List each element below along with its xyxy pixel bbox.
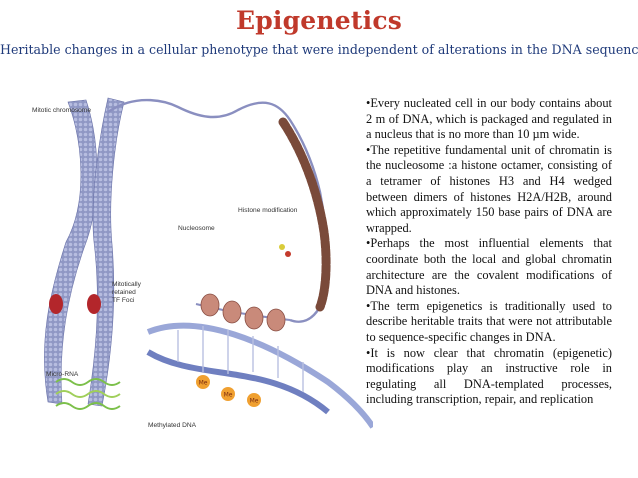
condensed-chromatin [278,117,331,312]
label-methylated-dna: Methylated DNA [148,422,197,429]
bullet-3: •Perhaps the most influential elements t… [366,236,612,298]
label-mitotically: Mitotically [112,281,142,288]
slide-subtitle: Heritable changes in a cellular phenotyp… [0,42,638,57]
label-retained: retained [112,289,136,296]
methyl-tags: Me Me Me [196,375,261,407]
bullet-4: •The term epigenetics is traditionally u… [366,298,612,344]
me-tag-2: Me [224,392,233,399]
nucleosome-array [195,244,291,332]
bullet-1: •Every nucleated cell in our body contai… [366,96,612,142]
bullet-5: •It is now clear that chromatin (epigene… [366,345,612,407]
label-micro-rna: Micro-RNA [46,371,79,378]
bullet-2: •The repetitive fundamental unit of chro… [366,142,612,235]
mitotic-chromosome [44,97,125,407]
me-tag-1: Me [199,380,208,387]
me-tag-3: Me [250,398,259,405]
dna-helix [146,322,373,429]
slide-title: Epigenetics [235,6,403,35]
label-nucleosome: Nucleosome [178,225,215,232]
label-tf-foci: TF Foci [112,297,135,304]
micro-rna-strands [55,378,121,410]
bullet-list: •Every nucleated cell in our body contai… [366,96,612,408]
epigenetics-illustration: Me Me Me Mitotic chromosome Nucleosome H… [32,97,373,429]
label-histone-modification: Histone modification [238,207,298,214]
label-mitotic-chromosome: Mitotic chromosome [32,107,91,114]
